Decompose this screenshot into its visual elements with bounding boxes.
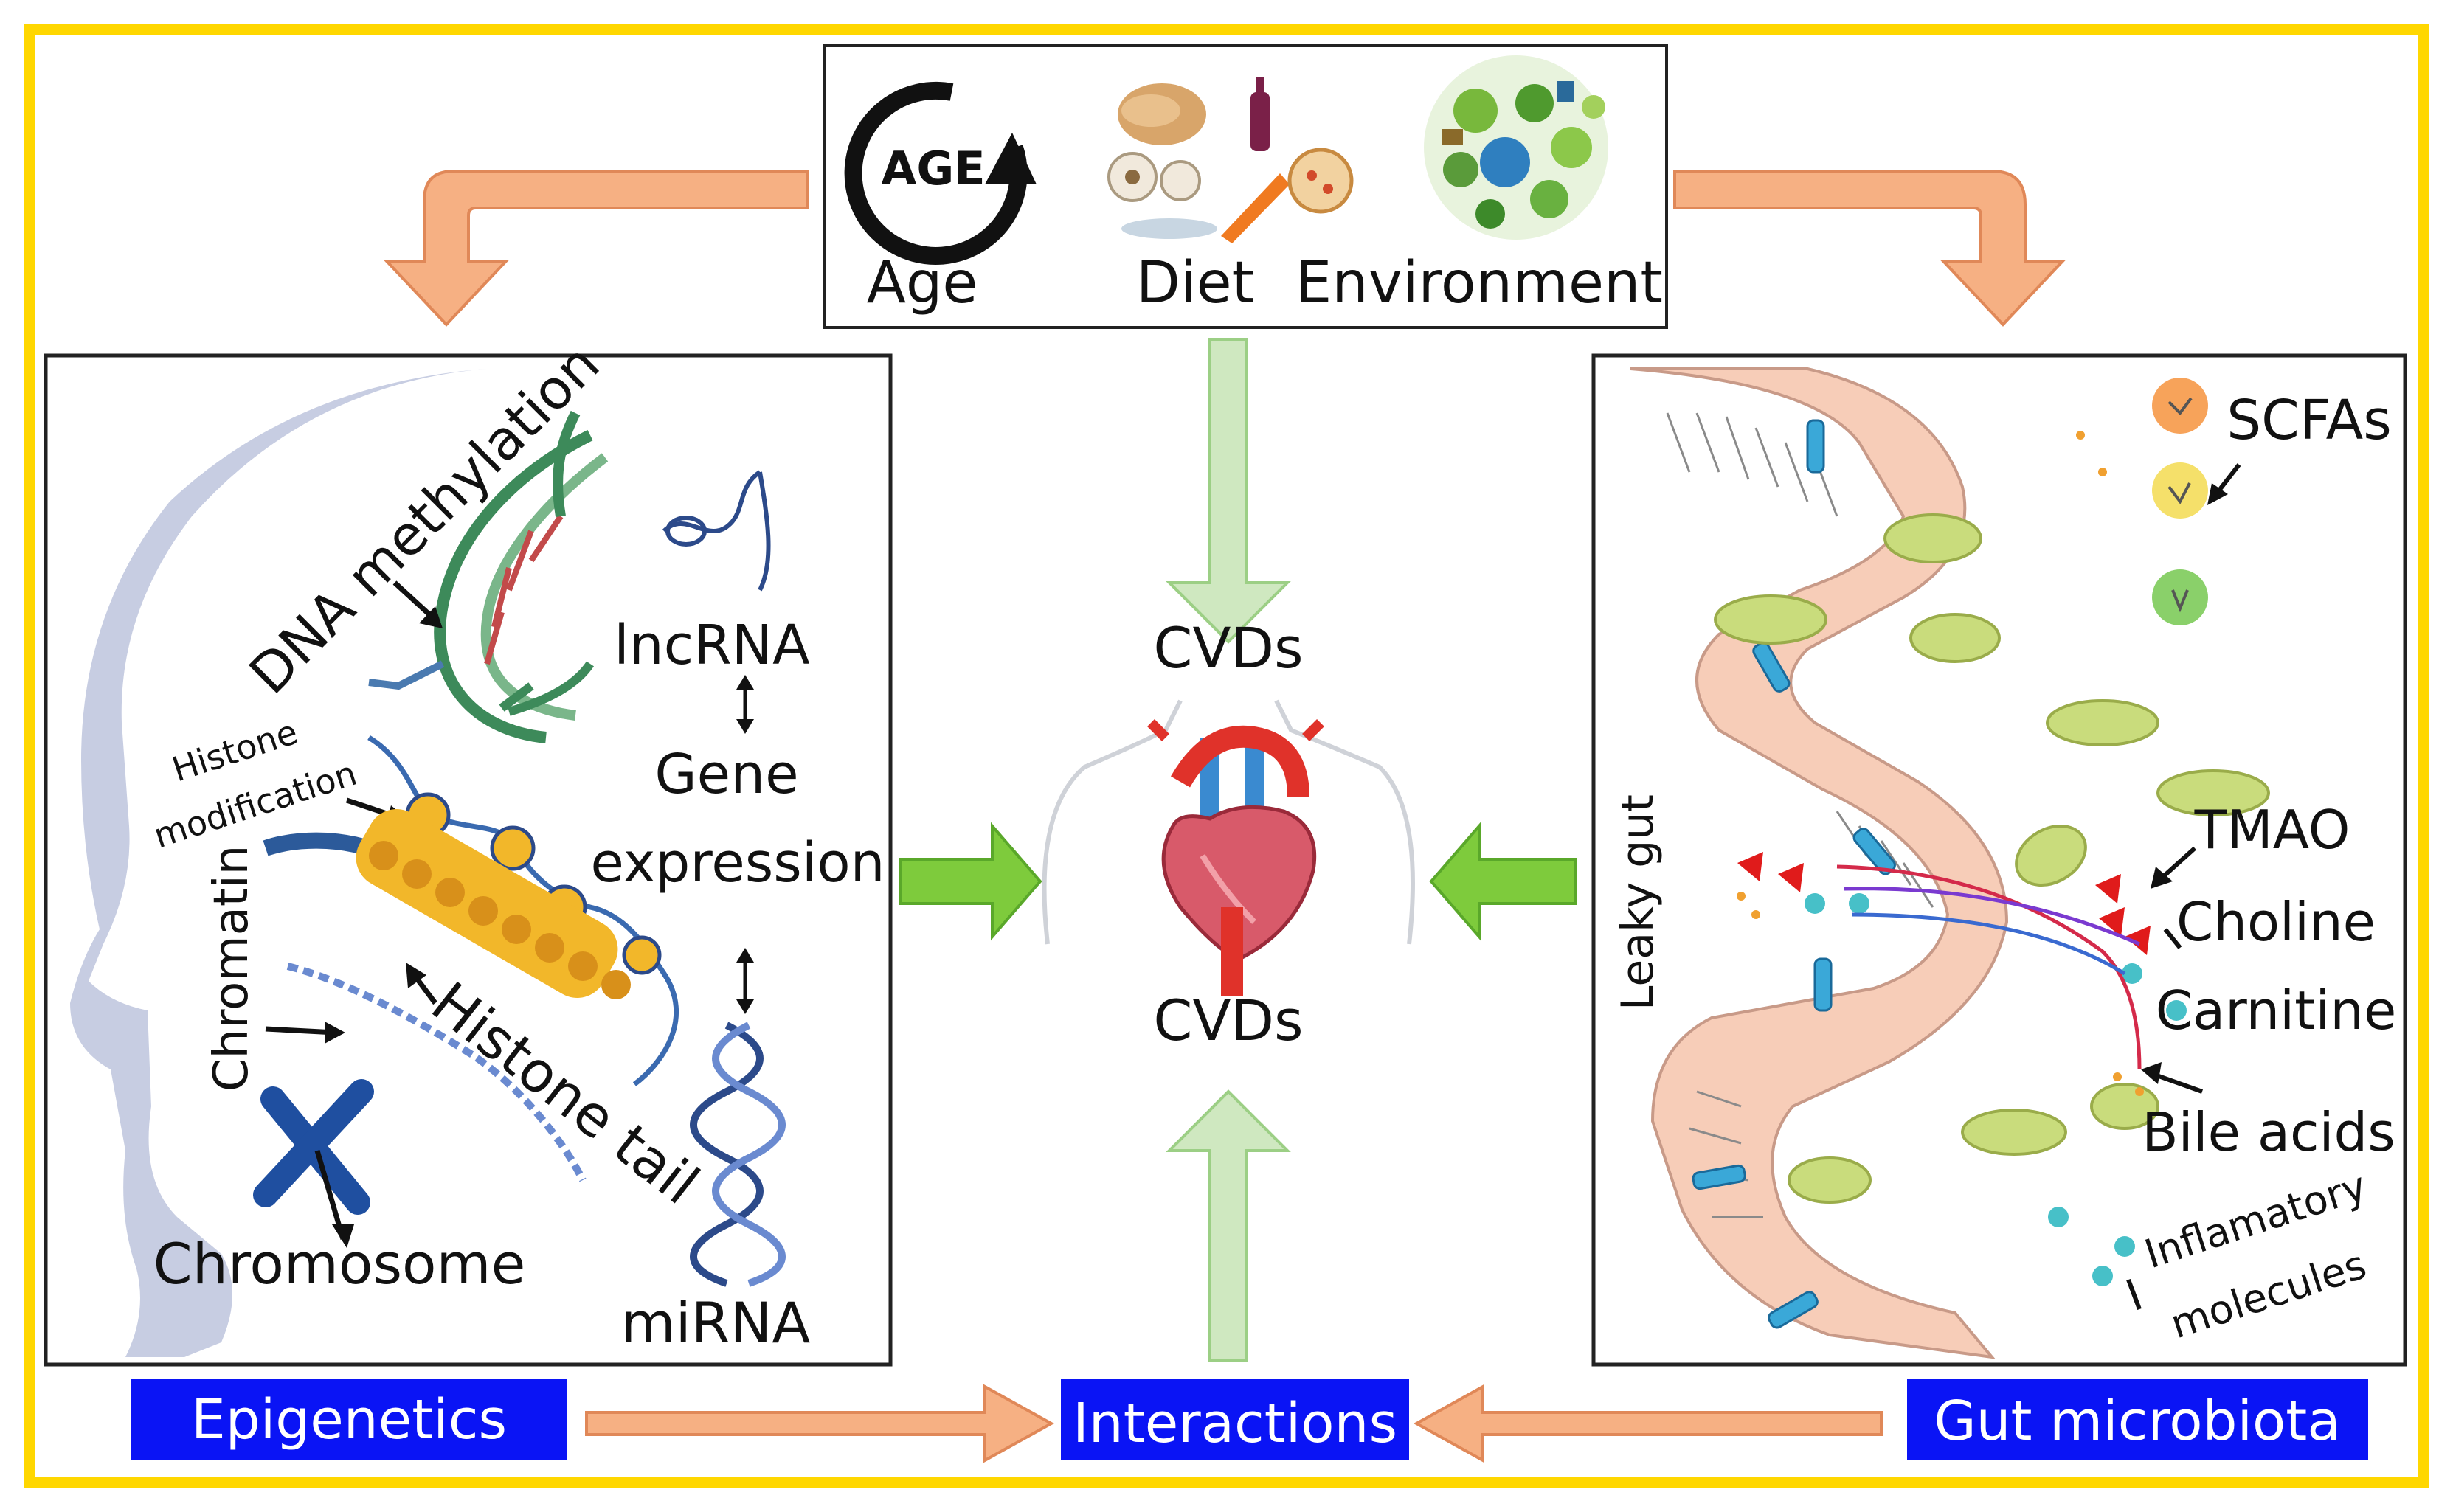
- gut-panel: SCFAs Leaky gut: [1591, 353, 2407, 1367]
- leaky-gut-label: Leaky gut: [1612, 794, 1664, 1010]
- intestinal-wall: [1630, 367, 2009, 1359]
- arrow-chromatin: [265, 1026, 336, 1036]
- bottom-row: Epigenetics Interactions Gut microbiota: [131, 1379, 2368, 1463]
- tmao-label: TMAO: [2194, 799, 2350, 861]
- epigenetics-label: Epigenetics: [191, 1388, 507, 1452]
- outer-frame: [24, 24, 2429, 1488]
- translocation-lines: [1836, 864, 2142, 1070]
- gene-label: Gene: [654, 743, 798, 806]
- arrowhead-lncrna-down: [736, 719, 754, 734]
- carnitine-label: Carnitine: [2156, 979, 2397, 1041]
- arrow-inflammatory: [2126, 1278, 2142, 1311]
- arrow-epigenetics-to-cvds: [899, 822, 1042, 941]
- environment-label: Environment: [1295, 250, 1663, 316]
- arrowhead-mirna-down: [736, 999, 754, 1014]
- cvds-top-label: CVDs: [1153, 615, 1303, 681]
- food-icon: [1107, 77, 1354, 243]
- interactions-label-box: [1061, 1379, 1409, 1460]
- chromatin-label: Chromatin: [204, 845, 259, 1092]
- chromatin-fiber-icon: [263, 809, 631, 1182]
- mirna-helix-icon: [690, 1022, 786, 1287]
- arrowhead-tmao: [2151, 867, 2173, 889]
- arrow-choline: [2163, 928, 2182, 949]
- choline-label: Choline: [2176, 891, 2376, 953]
- epigenetics-panel: DNA methylation lncRNA Gene expression H…: [44, 332, 893, 1367]
- bacteria-icons: [1714, 513, 2270, 1204]
- lncrna-icon: [662, 470, 771, 592]
- arrow-factors-to-epigenetics: [384, 170, 809, 327]
- arrow-gut-to-cvds: [1429, 822, 1577, 941]
- age-cycle-icon: AGE: [844, 82, 1037, 265]
- diet-label: Diet: [1136, 250, 1254, 316]
- goblet-cells: [1692, 419, 1896, 1329]
- heart-icon: [1147, 719, 1324, 996]
- interactions-label: Interactions: [1073, 1392, 1397, 1455]
- dna-helix-icon: [368, 410, 609, 743]
- environment-globe-icon: [1424, 55, 1608, 240]
- scfa-molecules-icon: [2152, 378, 2208, 625]
- cvds-bottom-label: CVDs: [1153, 988, 1303, 1053]
- arrowhead-mirna-up: [736, 948, 754, 963]
- arrow-factors-to-gut: [1673, 170, 2066, 327]
- bile-acids-label: Bile acids: [2142, 1101, 2395, 1163]
- arrowhead-chromosome: [332, 1224, 354, 1248]
- epigenetics-label-box: [131, 1379, 567, 1460]
- arrow-factors-to-cvds: [1166, 338, 1291, 644]
- center-column: CVDs CVDs: [899, 338, 1577, 1362]
- mirna-label: miRNA: [621, 1290, 811, 1356]
- red-triangle-markers: [1737, 852, 2151, 955]
- arrowhead-bile-acids: [2141, 1062, 2162, 1084]
- arrow-epigenetics-to-interactions: [585, 1384, 1055, 1463]
- lncrna-label: lncRNA: [614, 614, 810, 677]
- metabolite-dots: [1737, 431, 2187, 1286]
- arrowhead-lncrna-up: [736, 675, 754, 690]
- arrow-interactions-to-cvds: [1166, 1089, 1291, 1362]
- factors-box: AGE Age Diet: [823, 44, 1668, 329]
- age-label: Age: [867, 250, 978, 316]
- chromosome-label: Chromosome: [153, 1231, 526, 1297]
- arrowhead-histone-tail: [406, 963, 426, 988]
- scfas-label: SCFAs: [2227, 389, 2392, 452]
- arrowhead-chromatin: [325, 1022, 345, 1044]
- gut-microbiota-label: Gut microbiota: [1934, 1390, 2340, 1453]
- chromosome-icon: [253, 1079, 374, 1215]
- expression-label: expression: [590, 831, 885, 895]
- arrowhead-scfas: [2207, 483, 2228, 505]
- gut-microbiota-label-box: [1907, 1379, 2368, 1460]
- arrowhead-dna-methylation: [419, 606, 443, 628]
- torso-outline: [1042, 699, 1415, 945]
- arrow-gut-to-interactions: [1413, 1384, 1883, 1463]
- age-badge: AGE: [881, 142, 985, 195]
